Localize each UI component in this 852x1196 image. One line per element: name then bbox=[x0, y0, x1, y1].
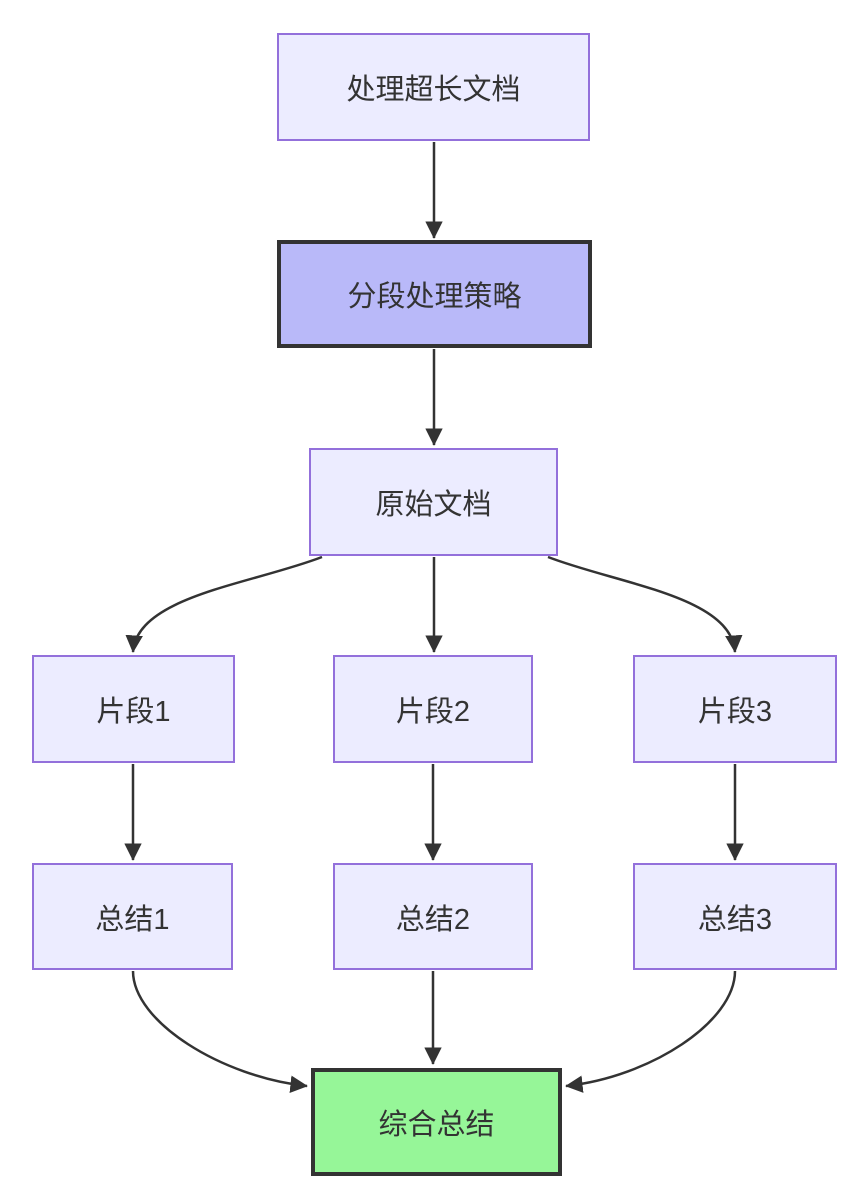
node-fragment-3: 片段3 bbox=[633, 655, 837, 763]
node-label: 处理超长文档 bbox=[346, 74, 521, 106]
node-label: 总结2 bbox=[395, 903, 471, 936]
node-label: 原始文档 bbox=[375, 489, 492, 521]
edge-e3-f bbox=[565, 970, 737, 1093]
edge-e1-f bbox=[131, 970, 308, 1093]
node-segmentation-strategy: 分段处理策略 bbox=[277, 240, 592, 348]
node-label: 分段处理策略 bbox=[347, 281, 522, 313]
edge-c-d3 bbox=[547, 555, 743, 653]
node-label: 总结1 bbox=[95, 903, 170, 936]
node-summary-1: 总结1 bbox=[32, 863, 233, 970]
node-process-long-document: 处理超长文档 bbox=[277, 33, 590, 141]
node-summary-2: 总结2 bbox=[333, 863, 533, 970]
node-label: 片段3 bbox=[697, 696, 773, 728]
node-original-document: 原始文档 bbox=[309, 448, 558, 556]
node-combined-summary: 综合总结 bbox=[311, 1068, 562, 1176]
node-label: 片段1 bbox=[96, 696, 171, 728]
node-fragment-1: 片段1 bbox=[32, 655, 235, 763]
node-label: 综合总结 bbox=[378, 1109, 495, 1141]
node-fragment-2: 片段2 bbox=[333, 655, 533, 763]
node-label: 片段2 bbox=[395, 696, 471, 728]
node-label: 总结3 bbox=[697, 903, 773, 936]
node-summary-3: 总结3 bbox=[633, 863, 837, 970]
edge-c-d1 bbox=[125, 555, 323, 653]
